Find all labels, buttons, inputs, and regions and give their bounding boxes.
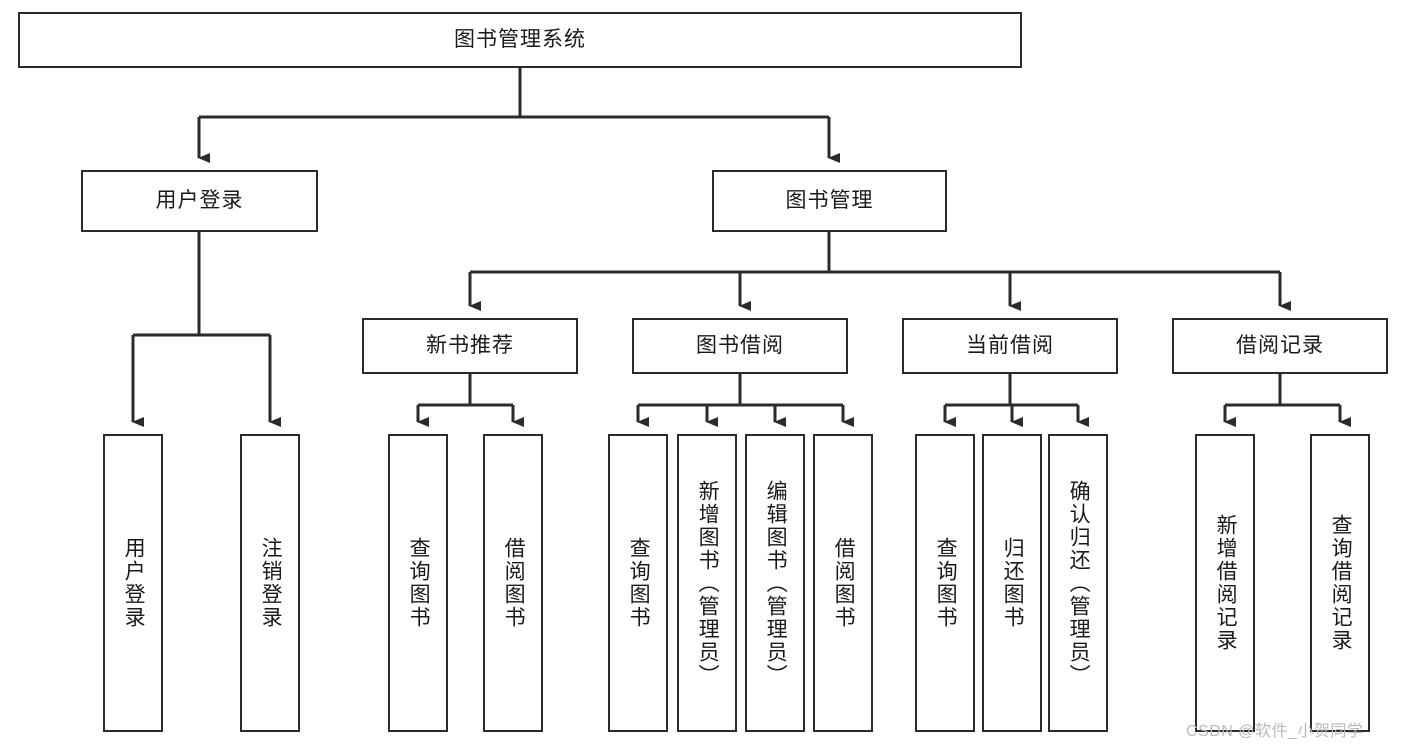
node-leaf-borrow-book-1-label: 借阅图书: [502, 537, 526, 629]
node-borrow-record[interactable]: 借阅记录: [1172, 318, 1388, 374]
node-leaf-add-record[interactable]: 新增借阅记录: [1195, 434, 1255, 732]
node-book-borrow[interactable]: 图书借阅: [632, 318, 848, 374]
node-leaf-borrow-book-2[interactable]: 借阅图书: [813, 434, 873, 732]
node-leaf-query-book-1-label: 查询图书: [407, 537, 431, 629]
node-leaf-query-book-2-label: 查询图书: [627, 537, 651, 629]
node-leaf-user-login-label: 用户登录: [122, 537, 146, 629]
node-leaf-edit-book[interactable]: 编辑图书（管理员）: [745, 434, 805, 732]
node-leaf-query-record-label: 查询借阅记录: [1329, 514, 1353, 652]
node-leaf-logout-login-label: 注销登录: [259, 537, 283, 629]
node-book-manage[interactable]: 图书管理: [712, 170, 947, 232]
node-leaf-query-book-2[interactable]: 查询图书: [608, 434, 668, 732]
node-book-manage-label: 图书管理: [785, 189, 874, 213]
node-leaf-add-record-label: 新增借阅记录: [1214, 514, 1238, 652]
node-current-borrow-label: 当前借阅: [966, 334, 1054, 358]
node-leaf-add-book[interactable]: 新增图书（管理员）: [677, 434, 737, 732]
node-root-system-label: 图书管理系统: [454, 28, 586, 52]
node-user-login-label: 用户登录: [155, 189, 244, 213]
node-leaf-confirm-return[interactable]: 确认归还（管理员）: [1048, 434, 1108, 732]
node-leaf-logout-login[interactable]: 注销登录: [240, 434, 300, 732]
node-leaf-query-book-3-label: 查询图书: [934, 537, 958, 629]
csdn-watermark: CSDN @软件_小贺同学: [1186, 723, 1364, 740]
node-leaf-query-book-3[interactable]: 查询图书: [915, 434, 975, 732]
node-new-book-recommend-label: 新书推荐: [426, 334, 514, 358]
node-leaf-borrow-book-1[interactable]: 借阅图书: [483, 434, 543, 732]
node-leaf-return-book[interactable]: 归还图书: [982, 434, 1042, 732]
node-user-login[interactable]: 用户登录: [81, 170, 318, 232]
node-current-borrow[interactable]: 当前借阅: [902, 318, 1118, 374]
node-borrow-record-label: 借阅记录: [1236, 334, 1324, 358]
node-leaf-edit-book-label: 编辑图书（管理员）: [764, 479, 788, 687]
node-leaf-confirm-return-label: 确认归还（管理员）: [1067, 479, 1091, 687]
node-leaf-user-login[interactable]: 用户登录: [103, 434, 163, 732]
node-root-system[interactable]: 图书管理系统: [18, 12, 1022, 68]
node-leaf-query-record[interactable]: 查询借阅记录: [1310, 434, 1370, 732]
node-leaf-add-book-label: 新增图书（管理员）: [696, 479, 720, 687]
node-leaf-query-book-1[interactable]: 查询图书: [388, 434, 448, 732]
node-leaf-borrow-book-2-label: 借阅图书: [832, 537, 856, 629]
node-leaf-return-book-label: 归还图书: [1001, 537, 1025, 629]
node-new-book-recommend[interactable]: 新书推荐: [362, 318, 578, 374]
node-book-borrow-label: 图书借阅: [696, 334, 784, 358]
